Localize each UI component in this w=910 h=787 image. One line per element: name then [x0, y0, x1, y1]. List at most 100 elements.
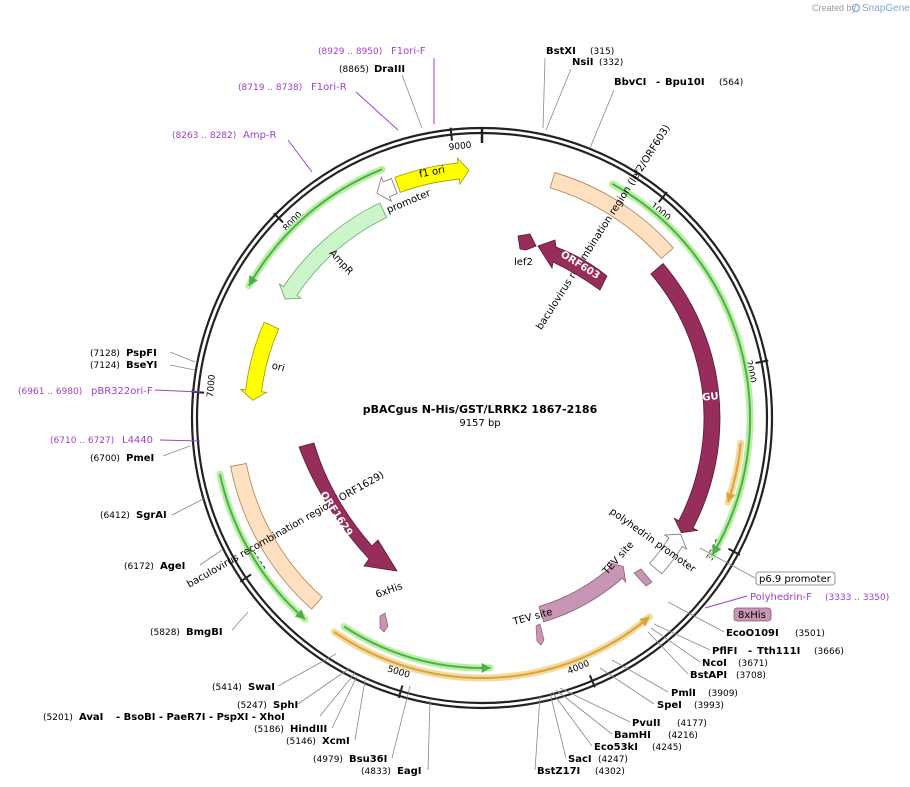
primer-f1ori-r[interactable]: (8719 .. 8738)F1ori-R [238, 82, 347, 93]
site-leader [534, 695, 541, 771]
site-sphi[interactable]: (5247)SphI [237, 700, 298, 711]
site-avai[interactable]: (5201)AvaI- BsoBI - PaeR7I - PspXI - Xho… [43, 712, 285, 723]
feature-f1-ori[interactable] [394, 157, 470, 193]
primer-amp-r[interactable]: (8263 .. 8282) Amp-R [172, 130, 277, 141]
feature-label-ampr: AmpR [327, 248, 355, 278]
site-agei[interactable]: (6172)AgeI [124, 561, 185, 572]
site-leader [162, 445, 191, 457]
feature-ori[interactable] [239, 321, 280, 401]
site-eagi[interactable]: (4833)EagI [361, 766, 421, 777]
site-spei[interactable]: SpeI(3993) [657, 700, 724, 711]
site-leader [169, 364, 196, 371]
feature-gst[interactable] [538, 561, 627, 623]
site-leader [545, 68, 572, 131]
site-swai[interactable]: (5414)SwaI [212, 682, 275, 693]
site-pflfi[interactable]: PflFI-Tth111I(3666) [712, 646, 844, 657]
svg-text:PvuII: PvuII [632, 718, 660, 729]
primer-polyhedrin-f[interactable]: Polyhedrin-F(3333 .. 3350) [750, 592, 889, 603]
tick-8000 [273, 212, 284, 224]
site-leader [427, 699, 431, 771]
primer-l4440[interactable]: (6710 .. 6727)L4440 [50, 435, 153, 446]
svg-text:(6700): (6700) [90, 454, 120, 464]
site-draiii[interactable]: (8865)DraIII [339, 64, 405, 75]
svg-text:(8263 .. 8282): (8263 .. 8282) [172, 131, 236, 141]
primer-labels: (8929 .. 8950)F1ori-F (8719 .. 8738)F1or… [18, 46, 889, 603]
svg-text:(3501): (3501) [795, 629, 825, 639]
site-bamhi[interactable]: BamHI(4216) [614, 730, 698, 741]
svg-text:L4440: L4440 [122, 435, 153, 446]
primer-leader [287, 139, 313, 173]
lef2-arrow [517, 233, 537, 251]
primer-leader [159, 439, 201, 442]
svg-text:F1ori-F: F1ori-F [391, 46, 426, 57]
feature-label-f1-ori: f1 ori [418, 165, 446, 181]
site-leader [297, 667, 351, 705]
primer-pbr322ori-f[interactable]: (6961 .. 6980)pBR322ori-F [18, 386, 153, 397]
site-pspfi[interactable]: (7128)PspFI [90, 348, 157, 359]
tick-label-9000: 9000 [448, 141, 472, 153]
orf-bottom [343, 625, 491, 669]
credit-brand: SnapGene [862, 3, 910, 14]
site-eco53ki[interactable]: Eco53kI(4245) [594, 742, 682, 753]
svg-text:SacI: SacI [568, 754, 592, 765]
orf-left-head [294, 609, 305, 620]
svg-text:NcoI: NcoI [702, 658, 727, 669]
svg-text:(4247): (4247) [598, 755, 628, 765]
site-bstapi[interactable]: BstAPI(3708) [690, 670, 766, 681]
site-bmgbi[interactable]: (5828)BmgBI [150, 627, 223, 638]
tev-site-2-marker [633, 568, 653, 587]
site-leader [667, 601, 725, 633]
feature-bac-rec-orf1629[interactable] [230, 462, 323, 610]
tev-site-1-label: TEV site [511, 607, 554, 628]
snapgene-credit: Created by SnapGene [812, 3, 910, 14]
site-hindiii[interactable]: (5186)HindIII [254, 724, 327, 735]
primer-f1ori-f[interactable]: (8929 .. 8950)F1ori-F [318, 46, 426, 57]
svg-text:(3666): (3666) [814, 647, 844, 657]
site-bstxi[interactable]: BstXI(315) [546, 46, 614, 57]
site-bstz17i[interactable]: BstZ17I(4302) [537, 766, 625, 777]
site-pmli[interactable]: PmlI(3909) [671, 688, 738, 699]
svg-text:PmeI: PmeI [126, 453, 154, 464]
orf-ampr-head [248, 275, 258, 286]
feature-bac-rec-lef2[interactable] [549, 172, 674, 260]
svg-text:(5828): (5828) [150, 628, 180, 638]
primer-leader [154, 389, 201, 393]
orf603-arrow [537, 239, 608, 291]
lef2-feature: lef2 [514, 233, 537, 268]
svg-text:BstAPI: BstAPI [690, 670, 727, 681]
site-bbvci[interactable]: BbvCI-Bpu10I(564) [614, 77, 743, 88]
site-leader [331, 675, 358, 729]
svg-text:Amp-R: Amp-R [243, 130, 277, 141]
feature-ampr-promoter[interactable] [376, 175, 398, 203]
site-ecoo109i[interactable]: EcoO109I (3501) [726, 628, 825, 639]
feature-polyhedrin-promoter[interactable] [649, 533, 688, 575]
site-pvuii[interactable]: PvuII(4177) [632, 718, 707, 729]
svg-text:- BsoBI - PaeR7I - PspXI - Xho: - BsoBI - PaeR7I - PspXI - XhoI [116, 712, 285, 723]
site-bsu36i[interactable]: (4979)Bsu36I [313, 754, 387, 765]
svg-text:BbvCI: BbvCI [614, 77, 646, 88]
site-leader [169, 351, 196, 363]
site-leader [559, 687, 631, 723]
site-sgrai[interactable]: (6412)SgrAI [100, 510, 167, 521]
svg-text:EcoO109I: EcoO109I [726, 628, 779, 639]
svg-text:pBR322ori-F: pBR322ori-F [91, 386, 153, 397]
feature-ampr[interactable] [278, 202, 388, 300]
site-nsii[interactable]: NsiI(332) [572, 57, 623, 68]
svg-text:Eco53kI: Eco53kI [594, 742, 638, 753]
site-leader [551, 691, 593, 747]
svg-text:(4216): (4216) [668, 731, 698, 741]
svg-text:(4302): (4302) [595, 767, 625, 777]
site-xcmi[interactable]: (5146)XcmI [286, 736, 350, 747]
svg-text:SgrAI: SgrAI [136, 510, 167, 521]
site-leader [319, 672, 356, 717]
svg-text:(7128): (7128) [90, 349, 120, 359]
site-saci[interactable]: SacI (4247) [568, 754, 628, 765]
lef2-label: lef2 [514, 257, 533, 268]
site-bseyi[interactable]: (7124)BseYI [90, 360, 157, 371]
feature-gus[interactable] [650, 262, 721, 534]
site-ncoi[interactable]: NcoI(3671) [702, 658, 768, 669]
site-pmei[interactable]: (6700) PmeI [90, 453, 154, 464]
tev-site-1-marker [535, 623, 545, 646]
svg-text:XcmI: XcmI [322, 736, 350, 747]
